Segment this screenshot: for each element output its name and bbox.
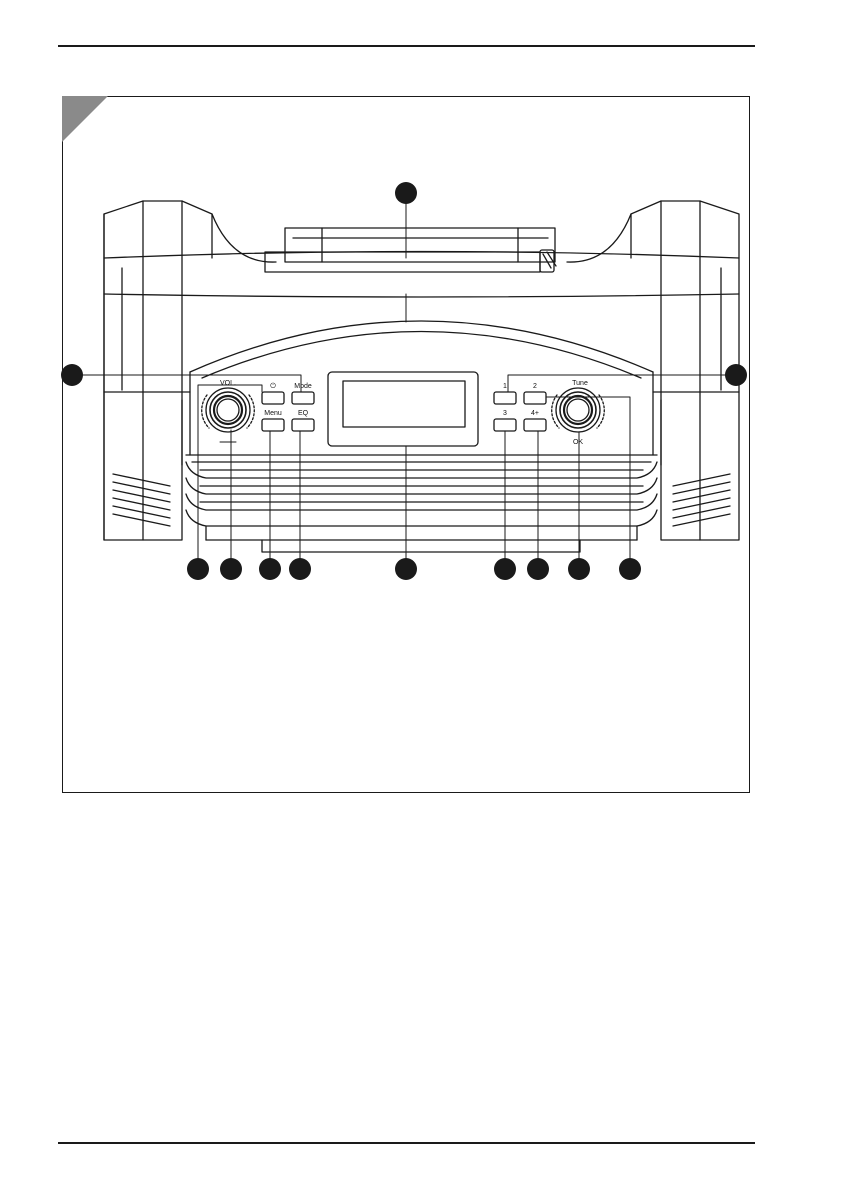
- callout-marker: [619, 558, 641, 580]
- volume-knob[interactable]: [202, 388, 255, 442]
- mode-button[interactable]: [292, 392, 314, 404]
- carry-handle: [212, 214, 631, 272]
- figure-corner-marker: [62, 96, 108, 142]
- callout-marker: [187, 558, 209, 580]
- callout-marker: [494, 558, 516, 580]
- callout-marker: [259, 558, 281, 580]
- tune-label: Tune: [572, 380, 588, 387]
- ok-label: OK: [573, 439, 583, 446]
- speaker-grille: [186, 455, 657, 552]
- right-vent: [673, 474, 730, 526]
- callout-marker: [725, 364, 747, 386]
- volume-label: VOL.: [220, 380, 236, 387]
- menu-label: Menu: [264, 410, 282, 417]
- preset-2-label: 2: [533, 383, 537, 390]
- preset-4-label: 4+: [531, 410, 539, 417]
- power-label: ⏻: [270, 382, 276, 390]
- eq-button[interactable]: [292, 419, 314, 431]
- lcd-display: [328, 372, 478, 446]
- power-button[interactable]: [262, 392, 284, 404]
- menu-button[interactable]: [262, 419, 284, 431]
- callout-marker: [568, 558, 590, 580]
- preset-1-button[interactable]: [494, 392, 516, 404]
- preset-4-button[interactable]: [524, 419, 546, 431]
- callout-marker: [395, 558, 417, 580]
- preset-3-label: 3: [503, 410, 507, 417]
- mode-label: Mode: [294, 383, 312, 390]
- tune-knob[interactable]: [552, 388, 605, 432]
- preset-3-button[interactable]: [494, 419, 516, 431]
- callout-marker: [395, 182, 417, 204]
- callout-marker: [61, 364, 83, 386]
- callout-marker: [220, 558, 242, 580]
- left-vent: [113, 474, 170, 526]
- callout-marker: [527, 558, 549, 580]
- callout-marker: [289, 558, 311, 580]
- eq-label: EQ: [298, 410, 309, 417]
- preset-1-label: 1: [503, 383, 507, 390]
- main-housing: [104, 252, 739, 466]
- preset-2-button[interactable]: [524, 392, 546, 404]
